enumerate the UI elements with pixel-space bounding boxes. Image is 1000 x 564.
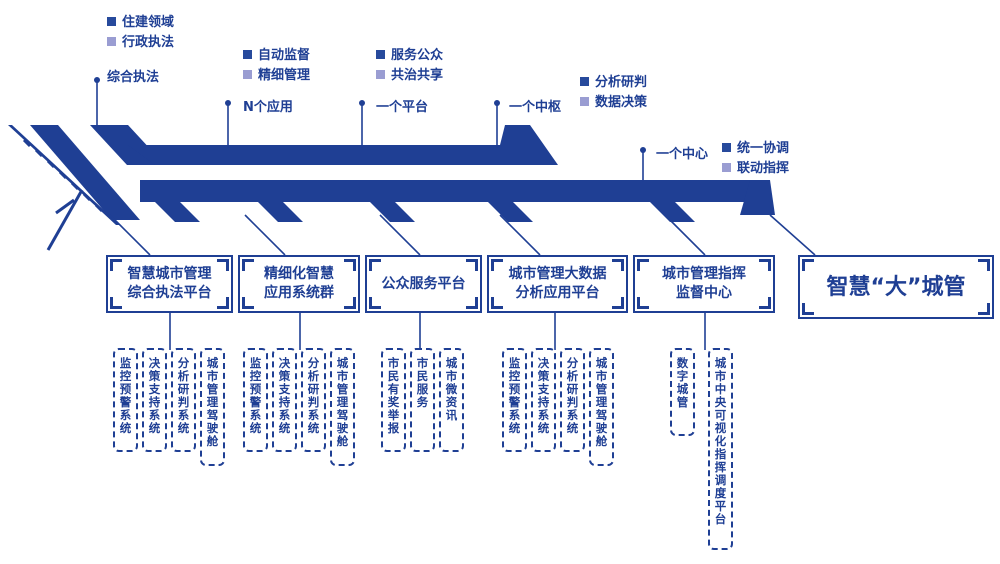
subsystem-box: 城市管理驾驶舱 xyxy=(200,348,225,466)
subsystem-label: 城市中央可视化指挥调度平台 xyxy=(713,357,728,526)
legend-one-platform: 服务公众 共治共享 xyxy=(376,46,443,86)
subsystem-label: 决策支持系统 xyxy=(147,357,162,435)
main-title-box: 智慧“大”城管 xyxy=(798,255,994,319)
subsystem-box: 城市管理驾驶舱 xyxy=(589,348,614,466)
marker-icon xyxy=(107,17,116,26)
subsystem-box: 决策支持系统 xyxy=(142,348,167,452)
marker-icon xyxy=(722,163,731,172)
subsystem-label: 监控预警系统 xyxy=(248,357,263,435)
marker-icon xyxy=(376,70,385,79)
platform-title: 精细化智慧 xyxy=(264,266,334,282)
subsystem-box: 市民服务 xyxy=(410,348,435,452)
upper-main-bar xyxy=(128,125,558,165)
platform-subtitle: 应用系统群 xyxy=(264,285,334,301)
lower-bar-end xyxy=(740,180,775,215)
cross-line-1 xyxy=(46,189,84,251)
subsystem-box: 分析研判系统 xyxy=(301,348,326,452)
legend-item: 统一协调 xyxy=(737,141,790,156)
label-one-hub: 一个中枢 xyxy=(509,100,562,115)
subsystem-label: 城市管理驾驶舱 xyxy=(205,357,220,448)
subsystem-box: 分析研判系统 xyxy=(171,348,196,452)
legend-zonghe: 住建领域 行政执法 xyxy=(107,13,174,53)
subsystem-box: 城市中央可视化指挥调度平台 xyxy=(708,348,733,550)
platform-box-4: 城市管理大数据分析应用平台 xyxy=(487,255,628,313)
cross-line-2 xyxy=(55,198,75,215)
marker-icon xyxy=(580,77,589,86)
subsystem-label: 城市管理驾驶舱 xyxy=(594,357,609,448)
platform-box-3: 公众服务平台 xyxy=(365,255,482,313)
platform-subtitle: 分析应用平台 xyxy=(515,285,600,301)
subsystem-box: 城市微资讯 xyxy=(439,348,464,452)
subsystem-box: 市民有奖举报 xyxy=(381,348,406,452)
platform-subtitle: 综合执法平台 xyxy=(127,285,212,301)
subsystem-label: 数字城管 xyxy=(675,357,690,409)
platform-subtitle: 监督中心 xyxy=(676,285,732,301)
sub-stems xyxy=(169,312,706,350)
marker-icon xyxy=(243,70,252,79)
subsystem-label: 决策支持系统 xyxy=(536,357,551,435)
subsystem-label: 城市微资讯 xyxy=(444,357,459,422)
subsystem-box: 城市管理驾驶舱 xyxy=(330,348,355,466)
dashed-track xyxy=(22,138,104,213)
label-dots xyxy=(94,77,646,153)
marker-icon xyxy=(580,97,589,106)
subsystem-label: 分析研判系统 xyxy=(176,357,191,435)
subsystem-label: 决策支持系统 xyxy=(277,357,292,435)
label-stems xyxy=(96,80,644,182)
legend-item: 行政执法 xyxy=(122,35,175,50)
platform-box-1: 智慧城市管理综合执法平台 xyxy=(106,255,233,313)
subsystem-box: 数字城管 xyxy=(670,348,695,436)
subsystem-box: 分析研判系统 xyxy=(560,348,585,452)
platform-title: 城市管理指挥 xyxy=(662,266,746,282)
legend-item: 分析研判 xyxy=(595,75,648,90)
legend-item: 服务公众 xyxy=(391,48,444,63)
marker-icon xyxy=(243,50,252,59)
left-diagonal-bar xyxy=(30,125,140,220)
legend-item: 数据决策 xyxy=(595,95,648,110)
subsystem-box: 监控预警系统 xyxy=(243,348,268,452)
subsystem-label: 分析研判系统 xyxy=(565,357,580,435)
subsystem-label: 城市管理驾驶舱 xyxy=(335,357,350,448)
subsystem-label: 监控预警系统 xyxy=(118,357,133,435)
subsystem-label: 市民服务 xyxy=(415,357,430,409)
label-zonghe: 综合执法 xyxy=(107,70,160,85)
legend-n-apps: 自动监督 精细管理 xyxy=(243,46,310,86)
bar-connectors xyxy=(109,214,816,256)
legend-item: 共治共享 xyxy=(391,68,444,83)
subsystem-label: 分析研判系统 xyxy=(306,357,321,435)
legend-item: 住建领域 xyxy=(122,15,175,30)
platform-box-5: 城市管理指挥监督中心 xyxy=(633,255,775,313)
marker-icon xyxy=(722,143,731,152)
marker-icon xyxy=(107,37,116,46)
legend-one-hub: 分析研判 数据决策 xyxy=(580,73,647,113)
label-one-platform: 一个平台 xyxy=(376,100,429,115)
legend-item: 联动指挥 xyxy=(737,161,790,176)
subsystem-box: 监控预警系统 xyxy=(502,348,527,452)
label-one-center: 一个中心 xyxy=(656,147,709,162)
main-title: 智慧“大”城管 xyxy=(826,274,966,300)
rail-graphic xyxy=(8,125,775,251)
subsystem-box: 决策支持系统 xyxy=(272,348,297,452)
subsystem-box: 监控预警系统 xyxy=(113,348,138,452)
subsystem-label: 监控预警系统 xyxy=(507,357,522,435)
platform-title: 智慧城市管理 xyxy=(127,266,212,282)
subsystem-box: 决策支持系统 xyxy=(531,348,556,452)
legend-one-center: 统一协调 联动指挥 xyxy=(722,139,789,179)
legend-item: 精细管理 xyxy=(258,68,311,83)
marker-icon xyxy=(376,50,385,59)
legend-item: 自动监督 xyxy=(258,48,311,63)
platform-title: 城市管理大数据 xyxy=(508,266,607,282)
platform-title: 公众服务平台 xyxy=(381,275,466,292)
lower-main-bar xyxy=(140,180,750,202)
label-n-apps: N个应用 xyxy=(243,100,293,115)
subsystem-label: 市民有奖举报 xyxy=(386,357,401,435)
platform-box-2: 精细化智慧应用系统群 xyxy=(238,255,360,313)
